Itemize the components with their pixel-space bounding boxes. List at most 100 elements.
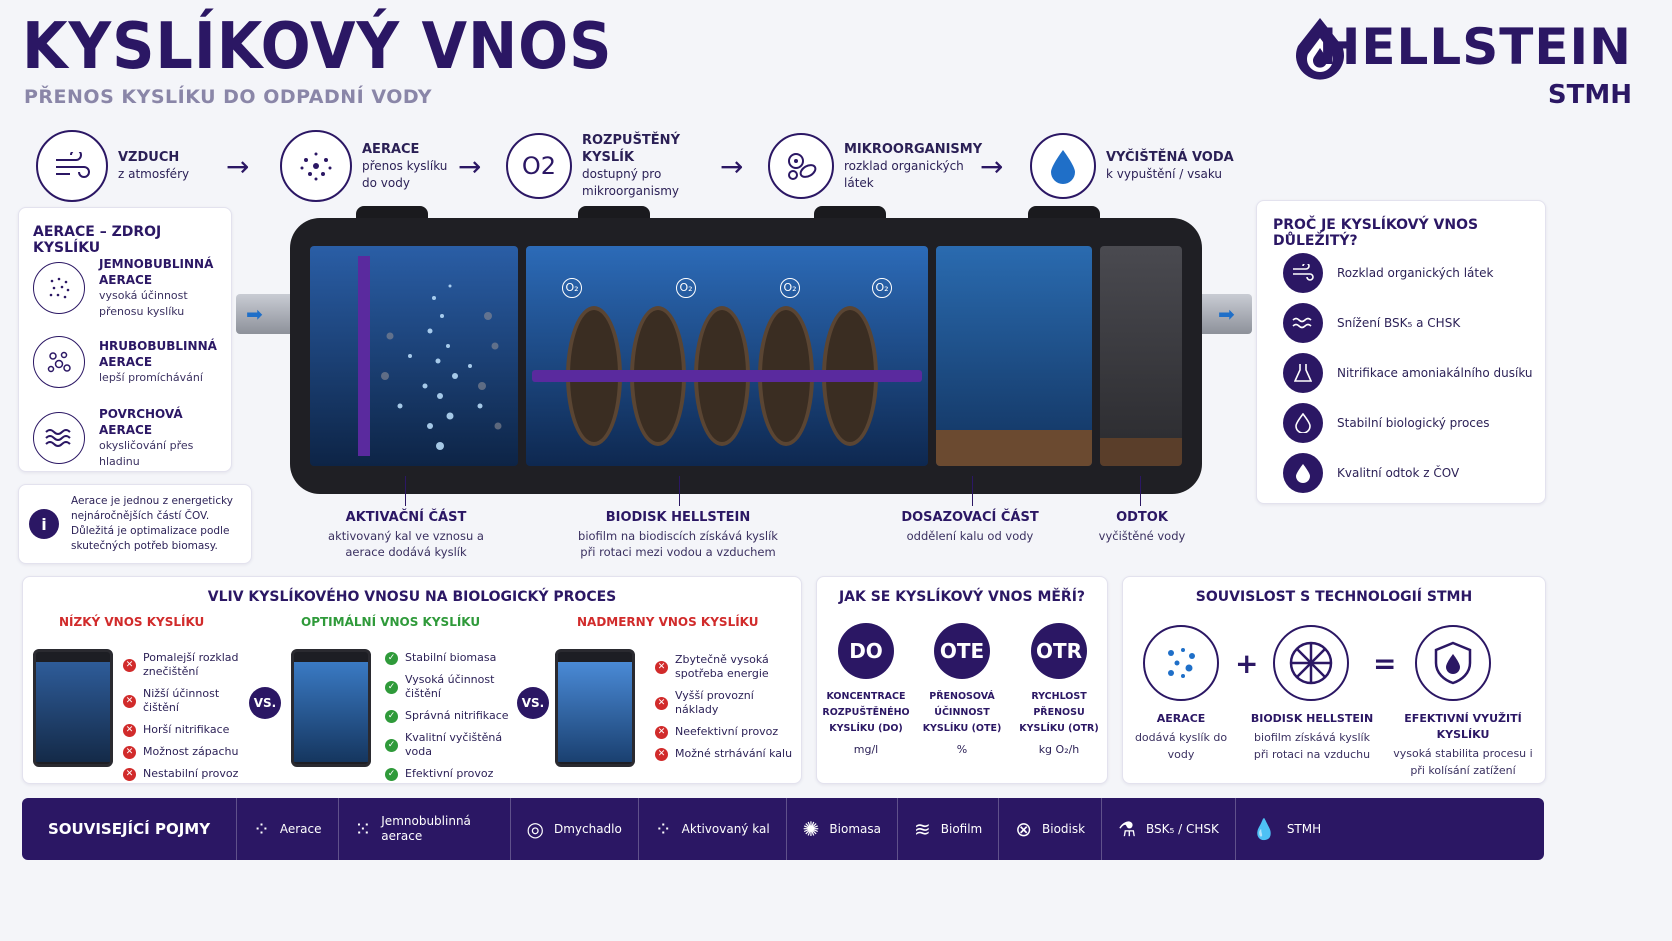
check-icon: ✓ [385, 709, 398, 723]
info-icon: i [29, 509, 59, 539]
list-item: ✓Kvalitní vyčištěná voda [385, 731, 525, 759]
tank-caption-title: AKTIVAČNÍ ČÁST [345, 510, 467, 525]
aeration-item-text: lepší promíchávání [99, 371, 203, 384]
water-waves-icon [1283, 303, 1323, 343]
term-biofilm[interactable]: ≋Biofilm [896, 798, 998, 860]
inlet-pipe: ➡ [236, 294, 296, 334]
bubbles-icon: ⁘ [253, 817, 270, 841]
aeration-item: POVRCHOVÁ AERACE okysličování přes hladi… [33, 406, 219, 470]
flow-text: rozklad organických látek [844, 158, 964, 190]
check-icon: ✓ [385, 680, 398, 694]
list-item: ✕ Horší nitrifikace [123, 723, 253, 737]
o2-icon: O₂ [676, 276, 696, 298]
stmh-item: BIODISK HELLSTEIN biofilm získává kyslík… [1247, 711, 1377, 763]
high-oxygen-tank-icon [555, 649, 635, 767]
term-activated-sludge[interactable]: ⁘ Aktivovaný kal [637, 798, 786, 860]
check-icon: ✓ [385, 738, 398, 752]
logo: HELLSTEIN STMH [1292, 14, 1632, 114]
influence-list-low: ✕Pomalejší rozklad znečištění ✕ Nižší úči… [123, 651, 253, 789]
influence-card-title: VLIV KYSLÍKOVÉHO VNOSU NA BIOLOGICKÝ PRO… [207, 589, 617, 605]
microbe-icon [768, 133, 834, 199]
term-bsk-chsk[interactable]: ⚗BSK₅ / CHSK [1101, 798, 1235, 860]
importance-item: Rozklad organických látek [1283, 253, 1493, 293]
aeration-item-title: POVRCHOVÁ AERACE [99, 407, 183, 437]
list-item-text: Zbytečně vysoká spotřeba energie [675, 653, 769, 680]
list-item: ✕Pomalejší rozklad znečištění [123, 651, 253, 679]
importance-item-label: Rozklad organických látek [1337, 266, 1494, 280]
info-note-text: Aerace je jednou z energeticky nejnáročn… [71, 495, 234, 552]
list-item-text: Efektivní provoz [405, 767, 494, 780]
drop-icon [1283, 403, 1323, 443]
measure-item: OTE PŘENOSOVÁ ÚČINNOST KYSLÍKU (OTE) % [917, 623, 1007, 756]
caption-pointer [679, 476, 680, 506]
importance-item-label: Snížení BSK₅ a CHSK [1337, 316, 1461, 330]
term-label: Biofilm [940, 822, 983, 836]
waves-icon [33, 412, 85, 464]
aeration-item: JEMNOBUBLINNÁ AERACE vysoká účinnost pře… [33, 256, 219, 320]
flow-title: AERACE [362, 141, 420, 157]
term-label: Biodisk [1042, 822, 1086, 836]
term-biodisk[interactable]: ⊗Biodisk [998, 798, 1101, 860]
check-icon: ✓ [385, 767, 398, 781]
importance-item-label: Nitrifikace amoniakálního dusíku [1337, 366, 1533, 380]
sludge-icon: ⁘ [654, 817, 672, 841]
cross-icon: ✕ [123, 694, 136, 708]
list-item: ✕Možnost zápachu [123, 745, 253, 759]
related-terms-label: SOUVISEJÍCÍ POJMY [48, 820, 211, 838]
list-item-text: Horší nitrifikace [143, 723, 230, 736]
tank-caption-biodisk: BIODISK HELLSTEIN biofilm na biodiscích … [578, 510, 778, 560]
wind-icon [1283, 253, 1323, 293]
list-item-text: Nestabilní provoz [143, 767, 239, 780]
importance-item: Snížení BSK₅ a CHSK [1283, 303, 1460, 343]
list-item: ✓Vysoká účinnost čištění [385, 673, 525, 701]
importance-card-title: PROČ JE KYSLÍKOVÝ VNOS DŮLEŽITÝ? [1273, 217, 1479, 249]
list-item-text: Stabilní biomasa [405, 651, 497, 664]
flow-text: k vypuštění / vsaku [1106, 167, 1223, 181]
influence-column-title: NADMERNY VNOS KYSLÍKU [577, 615, 759, 629]
drop-icon: 💧 [1251, 817, 1277, 841]
measure-unit: % [956, 743, 968, 756]
biomass-icon: ✺ [802, 817, 820, 841]
stmh-item: EFEKTIVNÍ VYUŽITÍ KYSLÍKU vysoká stabili… [1385, 711, 1541, 779]
cross-icon: ✕ [123, 767, 136, 781]
importance-item: Stabilní biologický proces [1283, 403, 1490, 443]
o2-icon: O₂ [780, 276, 800, 298]
term-blower[interactable]: ◎Dmychadlo [509, 798, 638, 860]
term-stmh[interactable]: 💧 STMH [1234, 798, 1337, 860]
influence-list-high: ✕Zbytečně vysoká spotřeba energie ✕Vyšší… [655, 653, 795, 769]
tank-caption-settling: DOSAZOVACÍ ČÁST oddělení kalu od vody [890, 510, 1050, 544]
term-label: Dmychadlo [553, 822, 622, 836]
coarse-bubbles-icon [33, 336, 85, 388]
influence-card: VLIV KYSLÍKOVÉHO VNOSU NA BIOLOGICKÝ PRO… [22, 576, 802, 784]
influence-column-title: OPTIMÁLNÍ VNOS KYSLÍKU [301, 615, 481, 629]
measure-item: OTR RYCHLOST PŘENOSU KYSLÍKU (OTR) kg O₂… [1013, 623, 1105, 756]
shield-drop-icon [1415, 625, 1491, 701]
related-terms-bar: SOUVISEJÍCÍ POJMY ⁘Aerace ⁙Jemnobublinná… [22, 798, 1544, 860]
term-biomass[interactable]: ✺Biomasa [785, 798, 897, 860]
air-bubbles [381, 284, 502, 450]
list-item-text: Nižší účinnost čištění [143, 687, 220, 714]
tank-caption-title: ODTOK [1116, 510, 1168, 525]
importance-item-label: Kvalitní odtok z ČOV [1337, 466, 1460, 480]
list-item: ✓ Efektivní provoz [385, 767, 525, 781]
arrow-right-icon: ➡ [246, 302, 263, 326]
list-item: ✕Možné strhávání kalu [655, 747, 795, 761]
cross-icon: ✕ [655, 725, 668, 739]
flow-title: VYČIŠTĚNÁ VODA [1106, 150, 1234, 165]
importance-card: PROČ JE KYSLÍKOVÝ VNOS DŮLEŽITÝ? Rozklad… [1256, 200, 1546, 504]
term-fine-aeration[interactable]: ⁙Jemnobublinná aerace [337, 798, 510, 860]
measure-label: KONCENTRACE ROZPUŠTĚNÉHO KYSLÍKU (DO) [822, 691, 910, 734]
aeration-item-title: HRUBOBUBLINNÁ AERACE [99, 339, 217, 369]
vs-badge: VS. [249, 687, 281, 719]
measure-item: DO KONCENTRACE ROZPUŠTĚNÉHO KYSLÍKU (DO)… [821, 623, 911, 756]
term-label: Aktivovaný kal [681, 822, 770, 836]
aeration-item-title: JEMNOBUBLINNÁ AERACE [99, 257, 214, 287]
arrow-right-icon: ➡ [1218, 302, 1235, 326]
list-item: ✓Správná nitrifikace [385, 709, 525, 723]
term-aeration[interactable]: ⁘Aerace [236, 798, 337, 860]
tank-caption-title: DOSAZOVACÍ ČÁST [901, 510, 1039, 525]
term-label: STMH [1286, 822, 1322, 836]
bubbles-icon [280, 130, 352, 202]
cross-icon: ✕ [123, 723, 136, 737]
